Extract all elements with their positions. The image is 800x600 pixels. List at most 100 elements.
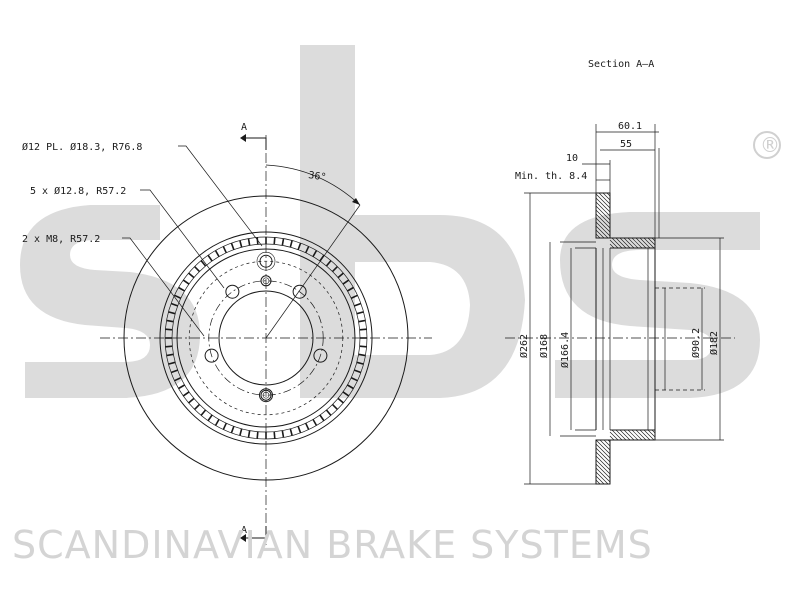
vent-tick	[354, 369, 362, 374]
vent-tick	[222, 246, 227, 254]
vent-tick	[230, 426, 235, 434]
vent-tick	[256, 431, 259, 439]
vent-tick	[170, 369, 178, 374]
bolt-hole	[225, 284, 240, 299]
vent-tick	[312, 250, 318, 257]
vent-tick	[239, 240, 243, 248]
vent-tick	[273, 431, 276, 439]
angle-arrow	[352, 198, 360, 205]
bolt-hole	[313, 348, 328, 363]
vent-tick	[289, 240, 293, 248]
vent-tick	[289, 428, 293, 436]
dim-min-thickness: Min. th. 8.4	[515, 171, 587, 182]
dim-dia-168: Ø168	[538, 334, 550, 358]
vent-tick	[174, 294, 182, 299]
vent-tick	[350, 294, 358, 299]
vent-tick	[188, 397, 195, 404]
vent-tick	[350, 377, 358, 382]
vent-tick	[178, 384, 185, 390]
dim-dia-166: Ø166.4	[559, 332, 571, 368]
vent-tick	[331, 403, 338, 410]
callout-threads: 2 x M8, R57.2	[22, 234, 100, 245]
vent-tick	[214, 419, 220, 426]
vent-tick	[331, 266, 338, 273]
brand-name: SCANDINAVIAN BRAKE SYSTEMS	[12, 523, 653, 567]
vent-tick	[222, 422, 227, 430]
vent-tick	[247, 430, 251, 438]
section-dimensions: 60.1 55 10 Min. th. 8.4 Ø262 Ø168 Ø166.4…	[515, 121, 724, 485]
vent-tick	[281, 430, 285, 438]
front-callouts: Ø12 PL. Ø18.3, R76.8 5 x Ø12.8, R57.2 2 …	[22, 141, 263, 337]
vent-tick	[174, 377, 182, 382]
vent-tick	[256, 237, 259, 245]
cut-plane-marks: A A	[240, 122, 267, 542]
vent-tick	[358, 353, 366, 357]
dim-hat-height: 55	[620, 139, 632, 150]
registered-circle	[753, 131, 781, 159]
vent-tick	[214, 250, 220, 257]
vent-tick	[356, 311, 364, 315]
vent-tick	[359, 328, 367, 331]
cut-label-bottom: A	[241, 525, 247, 536]
vent-tick	[170, 302, 178, 307]
dim-flange: 10	[566, 153, 578, 164]
vent-tick	[342, 391, 350, 397]
bolt-hole	[292, 284, 307, 299]
vent-tick	[312, 419, 318, 426]
vent-tick	[281, 238, 285, 246]
vent-tick	[182, 279, 190, 285]
section-title: Section A–A	[588, 59, 654, 70]
vent-tick	[194, 403, 201, 410]
dim-dia-182: Ø182	[708, 331, 720, 355]
angle-arc	[265, 164, 361, 206]
friction-plate	[595, 192, 611, 485]
bolt-hole	[204, 348, 219, 363]
vent-tick	[347, 384, 354, 390]
vent-tick	[168, 311, 176, 315]
vent-tick	[273, 237, 276, 245]
vent-tick	[347, 286, 354, 292]
vent-tick	[305, 246, 310, 254]
angle-ray	[265, 204, 361, 339]
vent-tick	[319, 414, 325, 422]
vent-tick	[178, 286, 185, 292]
section-view	[505, 192, 735, 485]
vent-tick	[182, 391, 190, 397]
cut-label-top: A	[241, 122, 247, 133]
vent-tick	[325, 409, 332, 416]
vent-tick	[166, 353, 174, 357]
vent-tick	[230, 242, 235, 250]
vent-tick	[337, 397, 344, 404]
callout-bolts: 5 x Ø12.8, R57.2	[30, 185, 126, 197]
vent-tick	[200, 409, 207, 416]
vent-tick	[297, 242, 302, 250]
leader-holes-12	[178, 145, 263, 247]
vent-tick	[337, 272, 344, 279]
cut-mark-top	[246, 137, 267, 150]
vent-tick	[358, 319, 366, 323]
vent-tick	[194, 266, 201, 273]
vent-tick	[207, 254, 213, 262]
angle-label: 36°	[308, 170, 327, 183]
vent-tick	[166, 319, 174, 323]
vent-tick	[325, 260, 332, 267]
vent-tick	[188, 272, 195, 279]
leader-bolts	[140, 189, 225, 289]
vent-tick	[305, 422, 310, 430]
front-view: 36°	[100, 135, 432, 545]
vent-tick	[354, 302, 362, 307]
registered-mark: ®	[760, 133, 780, 157]
vent-tick	[207, 414, 213, 422]
vent-tick	[319, 254, 325, 262]
dim-dia-262: Ø262	[518, 334, 530, 358]
cut-mark-bottom	[246, 526, 267, 539]
vent-tick	[165, 345, 173, 348]
vent-tick	[297, 426, 302, 434]
vent-tick	[247, 238, 251, 246]
vent-tick	[342, 279, 350, 285]
vent-tick	[239, 428, 243, 436]
dim-overall-height: 60.1	[618, 121, 642, 132]
callout-holes-12: Ø12 PL. Ø18.3, R76.8	[22, 141, 142, 153]
vent-tick	[359, 345, 367, 348]
